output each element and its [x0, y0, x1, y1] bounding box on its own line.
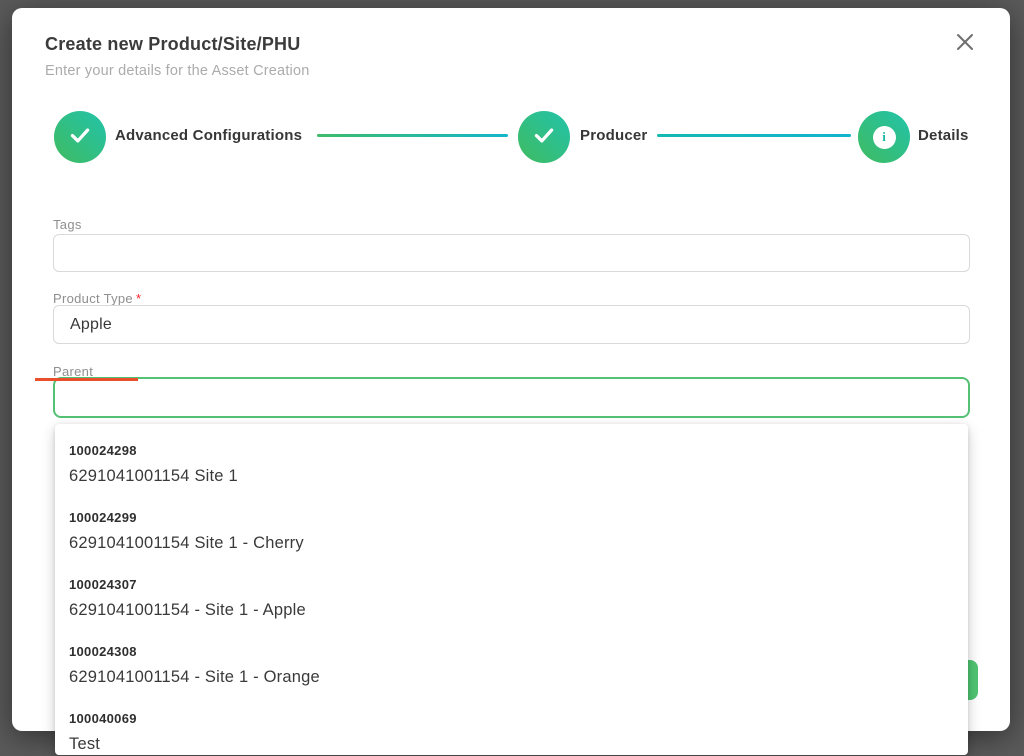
close-button[interactable] [953, 32, 977, 56]
option-id: 100024307 [69, 577, 137, 592]
info-icon: i [872, 125, 896, 149]
required-asterisk: * [135, 291, 142, 306]
step-label-advanced-configurations: Advanced Configurations [115, 127, 303, 144]
option-name: 6291041001154 Site 1 [69, 467, 238, 485]
product-type-label: Product Type* [53, 291, 142, 306]
parent-input[interactable] [53, 377, 970, 418]
create-asset-modal: Create new Product/Site/PHU Enter your d… [12, 8, 1010, 755]
step-advanced-configurations[interactable] [54, 111, 106, 163]
option-id: 100024308 [69, 644, 137, 659]
step-connector [657, 134, 851, 137]
tags-input[interactable] [53, 234, 970, 272]
parent-label: Parent [53, 364, 94, 379]
check-icon [67, 122, 93, 153]
option-id: 100024299 [69, 510, 137, 525]
dropdown-option[interactable]: 100040069 Test [55, 700, 968, 755]
page-title: Create new Product/Site/PHU [45, 34, 301, 54]
step-label-details: Details [918, 127, 969, 144]
step-connector [317, 134, 508, 137]
option-name: 6291041001154 - Site 1 - Orange [69, 668, 320, 686]
orange-annotation-line [35, 378, 138, 381]
option-id: 100040069 [69, 711, 137, 726]
parent-options-dropdown: 100024298 6291041001154 Site 1 100024299… [55, 424, 968, 755]
product-type-input[interactable] [53, 305, 970, 344]
dropdown-option[interactable]: 100024307 6291041001154 - Site 1 - Apple [55, 566, 968, 633]
step-producer[interactable] [518, 111, 570, 163]
close-icon [956, 33, 974, 56]
check-icon [531, 122, 557, 153]
option-name: Test [69, 735, 101, 753]
page-subtitle: Enter your details for the Asset Creatio… [45, 63, 310, 79]
tags-label: Tags [53, 217, 82, 232]
step-label-producer: Producer [580, 127, 648, 144]
dropdown-option[interactable]: 100024299 6291041001154 Site 1 - Cherry [55, 499, 968, 566]
option-name: 6291041001154 Site 1 - Cherry [69, 534, 304, 552]
step-details[interactable]: i [858, 111, 910, 163]
dropdown-option[interactable]: 100024308 6291041001154 - Site 1 - Orang… [55, 633, 968, 700]
option-name: 6291041001154 - Site 1 - Apple [69, 601, 306, 619]
dropdown-option[interactable]: 100024298 6291041001154 Site 1 [55, 432, 968, 499]
option-id: 100024298 [69, 443, 137, 458]
